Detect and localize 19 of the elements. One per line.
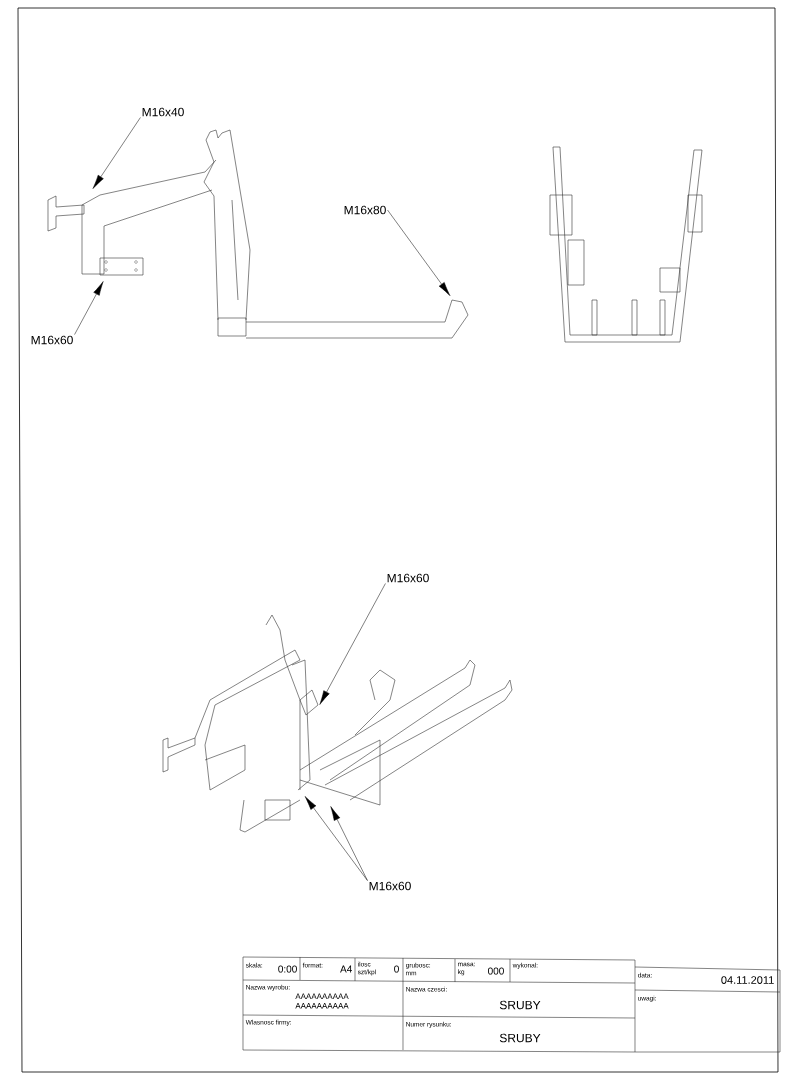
leader-line [92,117,141,189]
field-value: AAAAAAAAAA AAAAAAAAAA [295,993,349,1009]
callout-label: M16x60 [31,335,73,345]
leader-line [319,583,386,705]
leader-line [387,209,451,296]
callout-label: M16x40 [142,107,184,117]
field-value: A4 [340,965,352,973]
field-value: 0:00 [278,965,297,973]
field-value: 0 [394,965,399,973]
callout-label: M16x80 [344,205,386,215]
callout-label: M16x60 [369,881,411,891]
field-value: SRUBY [499,1033,541,1043]
leader-line [304,796,368,881]
leader-line [74,281,104,335]
field-value: 04.11.2011 [721,976,774,984]
field-value: SRUBY [499,1000,541,1010]
leader-line [330,806,368,881]
field-value: 000 [488,967,504,975]
callout-label: M16x60 [387,573,429,583]
